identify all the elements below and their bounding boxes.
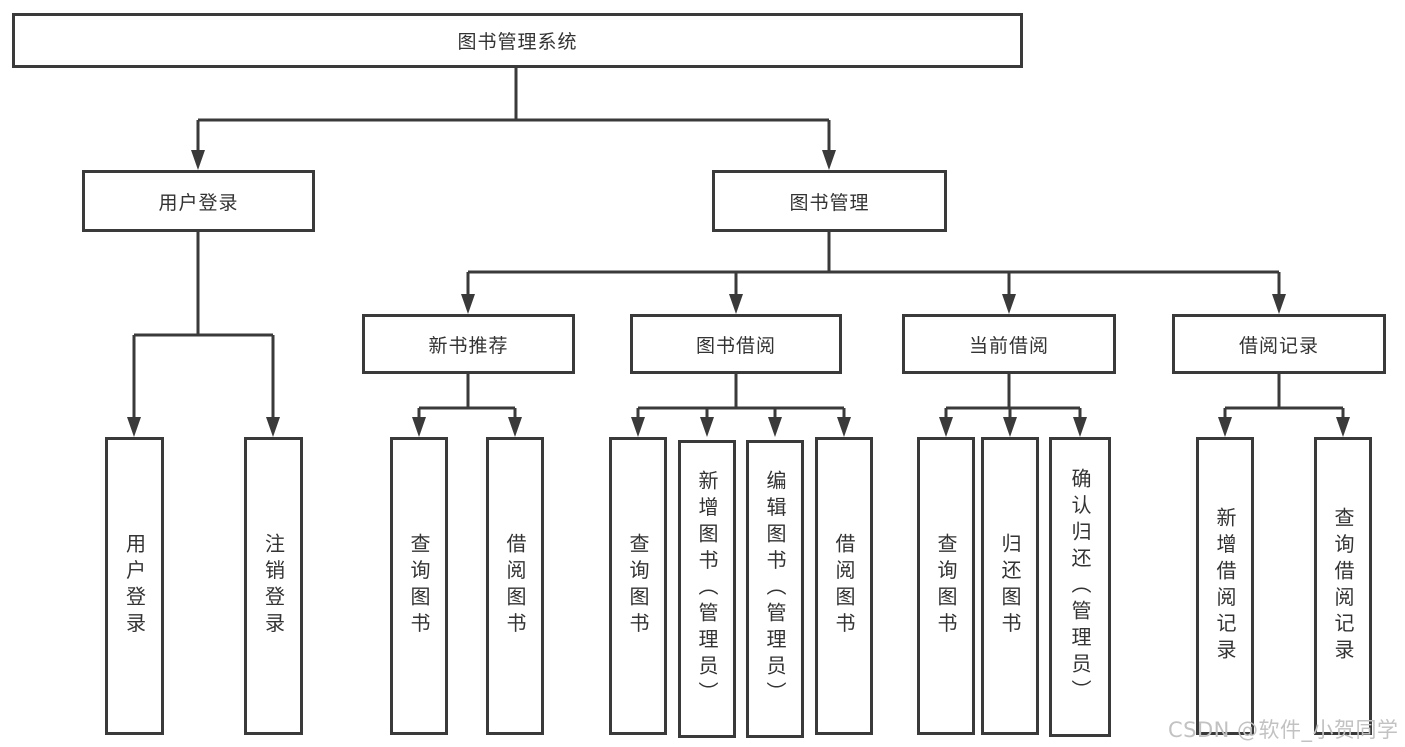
node-current-borrowing: 当前借阅 [902, 314, 1116, 374]
watermark: CSDN @软件_小贺同学 [1168, 718, 1399, 742]
node-user-login-label: 用户登录 [158, 191, 239, 214]
node-library-system: 图书管理系统 [12, 13, 1023, 68]
leaf-logout-label: 注销登录 [261, 533, 286, 639]
leaf-edit-books-admin: 编辑图书（管理员） [746, 440, 804, 738]
leaf-query-books-borrowing-label: 查询图书 [626, 533, 650, 639]
leaf-borrow-books-recommend: 借阅图书 [486, 437, 544, 735]
node-book-borrowing: 图书借阅 [630, 314, 842, 374]
leaf-query-books-recommend: 查询图书 [390, 437, 448, 735]
leaf-query-books-recommend-label: 查询图书 [407, 533, 431, 639]
leaf-query-books-current: 查询图书 [917, 437, 975, 735]
leaf-user-login: 用户登录 [105, 437, 164, 735]
node-library-system-label: 图书管理系统 [457, 31, 578, 53]
leaf-add-borrow-record: 新增借阅记录 [1196, 437, 1254, 735]
leaf-return-books: 归还图书 [981, 437, 1039, 735]
node-new-book-recommend: 新书推荐 [362, 314, 575, 374]
leaf-borrow-books-recommend-label: 借阅图书 [503, 533, 527, 639]
node-current-borrowing-label: 当前借阅 [968, 334, 1049, 357]
leaf-confirm-return-admin: 确认归还（管理员） [1049, 437, 1111, 737]
node-book-borrowing-label: 图书借阅 [695, 334, 776, 357]
leaf-confirm-return-admin-label: 确认归还（管理员） [1068, 468, 1092, 706]
node-new-book-recommend-label: 新书推荐 [428, 334, 509, 357]
node-user-login: 用户登录 [82, 170, 315, 232]
leaf-add-books-admin: 新增图书（管理员） [678, 440, 736, 738]
leaf-add-books-admin-label: 新增图书（管理员） [695, 470, 719, 708]
leaf-return-books-label: 归还图书 [998, 533, 1022, 639]
node-book-management-label: 图书管理 [789, 191, 870, 214]
leaf-query-books-borrowing: 查询图书 [609, 437, 667, 735]
leaf-borrow-books-borrowing-label: 借阅图书 [832, 533, 856, 639]
node-borrowing-records: 借阅记录 [1172, 314, 1386, 374]
leaf-logout: 注销登录 [244, 437, 303, 735]
leaf-edit-books-admin-label: 编辑图书（管理员） [763, 470, 787, 708]
leaf-add-borrow-record-label: 新增借阅记录 [1213, 506, 1237, 666]
leaf-query-borrow-record: 查询借阅记录 [1314, 437, 1372, 735]
node-book-management: 图书管理 [712, 170, 947, 232]
leaf-query-borrow-record-label: 查询借阅记录 [1331, 506, 1355, 666]
leaf-user-login-label: 用户登录 [122, 533, 147, 639]
leaf-borrow-books-borrowing: 借阅图书 [815, 437, 873, 735]
leaf-query-books-current-label: 查询图书 [934, 533, 958, 639]
node-borrowing-records-label: 借阅记录 [1238, 334, 1319, 357]
